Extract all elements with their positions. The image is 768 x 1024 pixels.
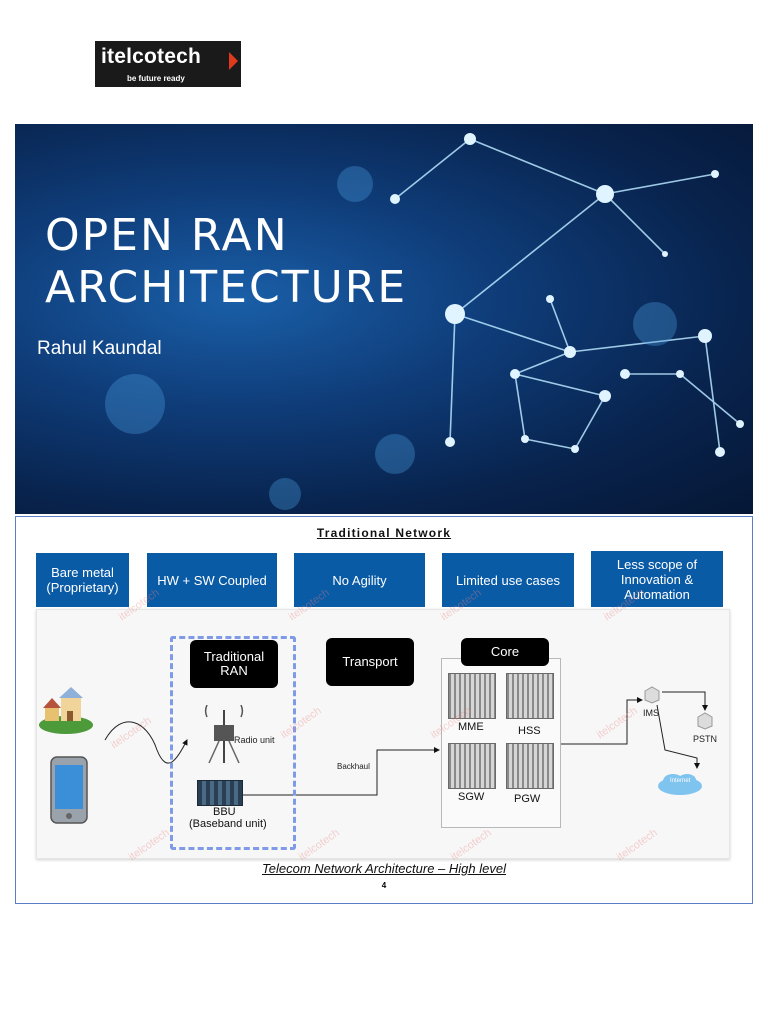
bbu-label: BBU <box>213 806 236 818</box>
diagram-caption: Telecom Network Architecture – High leve… <box>262 861 506 876</box>
box-limited-use-cases: Limited use cases <box>442 553 574 607</box>
cover-author: Rahul Kaundal <box>37 338 162 359</box>
bbu-full-label: (Baseband unit) <box>189 818 267 830</box>
diagram-links <box>104 691 708 796</box>
network-graphic <box>105 133 744 510</box>
architecture-diagram: Traditional RAN Radio unit BBU (Baseband… <box>36 609 730 859</box>
logo-tagline: be future ready <box>127 74 185 83</box>
internet-cloud-icon <box>658 774 702 795</box>
page-number: 4 <box>381 881 387 890</box>
box-hw-sw-coupled: HW + SW Coupled <box>147 553 277 607</box>
slide-traditional-network: Traditional Network Bare metal (Propriet… <box>15 516 753 904</box>
cover-title: OPEN RAN ARCHITECTURE <box>45 210 407 314</box>
mme-label: MME <box>458 721 484 733</box>
mme-rack <box>448 673 496 719</box>
ims-label: IMS <box>643 708 660 718</box>
cover-title-line2: ARCHITECTURE <box>45 262 408 313</box>
pstn-label: PSTN <box>693 734 718 744</box>
pgw-label: PGW <box>514 793 541 805</box>
phone-icon <box>50 756 88 824</box>
core-label: Core <box>461 638 549 666</box>
ims-server-icon <box>644 686 660 704</box>
traditional-ran-boundary <box>170 636 296 850</box>
cover-title-line1: OPEN RAN <box>45 210 289 261</box>
traditional-ran-label: Traditional RAN <box>190 640 278 688</box>
box-innovation: Less scope of Innovation & Automation <box>591 551 723 607</box>
hss-label: HSS <box>518 725 541 737</box>
box-bare-metal: Bare metal (Proprietary) <box>36 553 129 607</box>
logo-arrow-icon <box>229 52 238 70</box>
hss-rack <box>506 673 554 719</box>
cover-image: OPEN RAN ARCHITECTURE Rahul Kaundal <box>15 124 753 514</box>
sgw-label: SGW <box>458 791 485 803</box>
core-network: MME HSS SGW PGW <box>441 658 561 828</box>
pstn-server-icon <box>697 712 713 730</box>
transport-label: Transport <box>326 638 414 686</box>
box-no-agility: No Agility <box>294 553 425 607</box>
company-logo: itelcotech be future ready <box>95 41 241 87</box>
backhaul-label: Backhaul <box>337 762 370 771</box>
logo-brand: itelcotech <box>101 45 202 68</box>
internet-label: Internet <box>670 778 691 784</box>
bbu-device <box>197 780 243 806</box>
sgw-rack <box>448 743 496 789</box>
radio-tower-icon <box>204 705 244 764</box>
pgw-rack <box>506 743 554 789</box>
radio-unit-label: Radio unit <box>234 735 275 745</box>
village-icon <box>39 687 93 734</box>
slide-title: Traditional Network <box>316 526 452 540</box>
